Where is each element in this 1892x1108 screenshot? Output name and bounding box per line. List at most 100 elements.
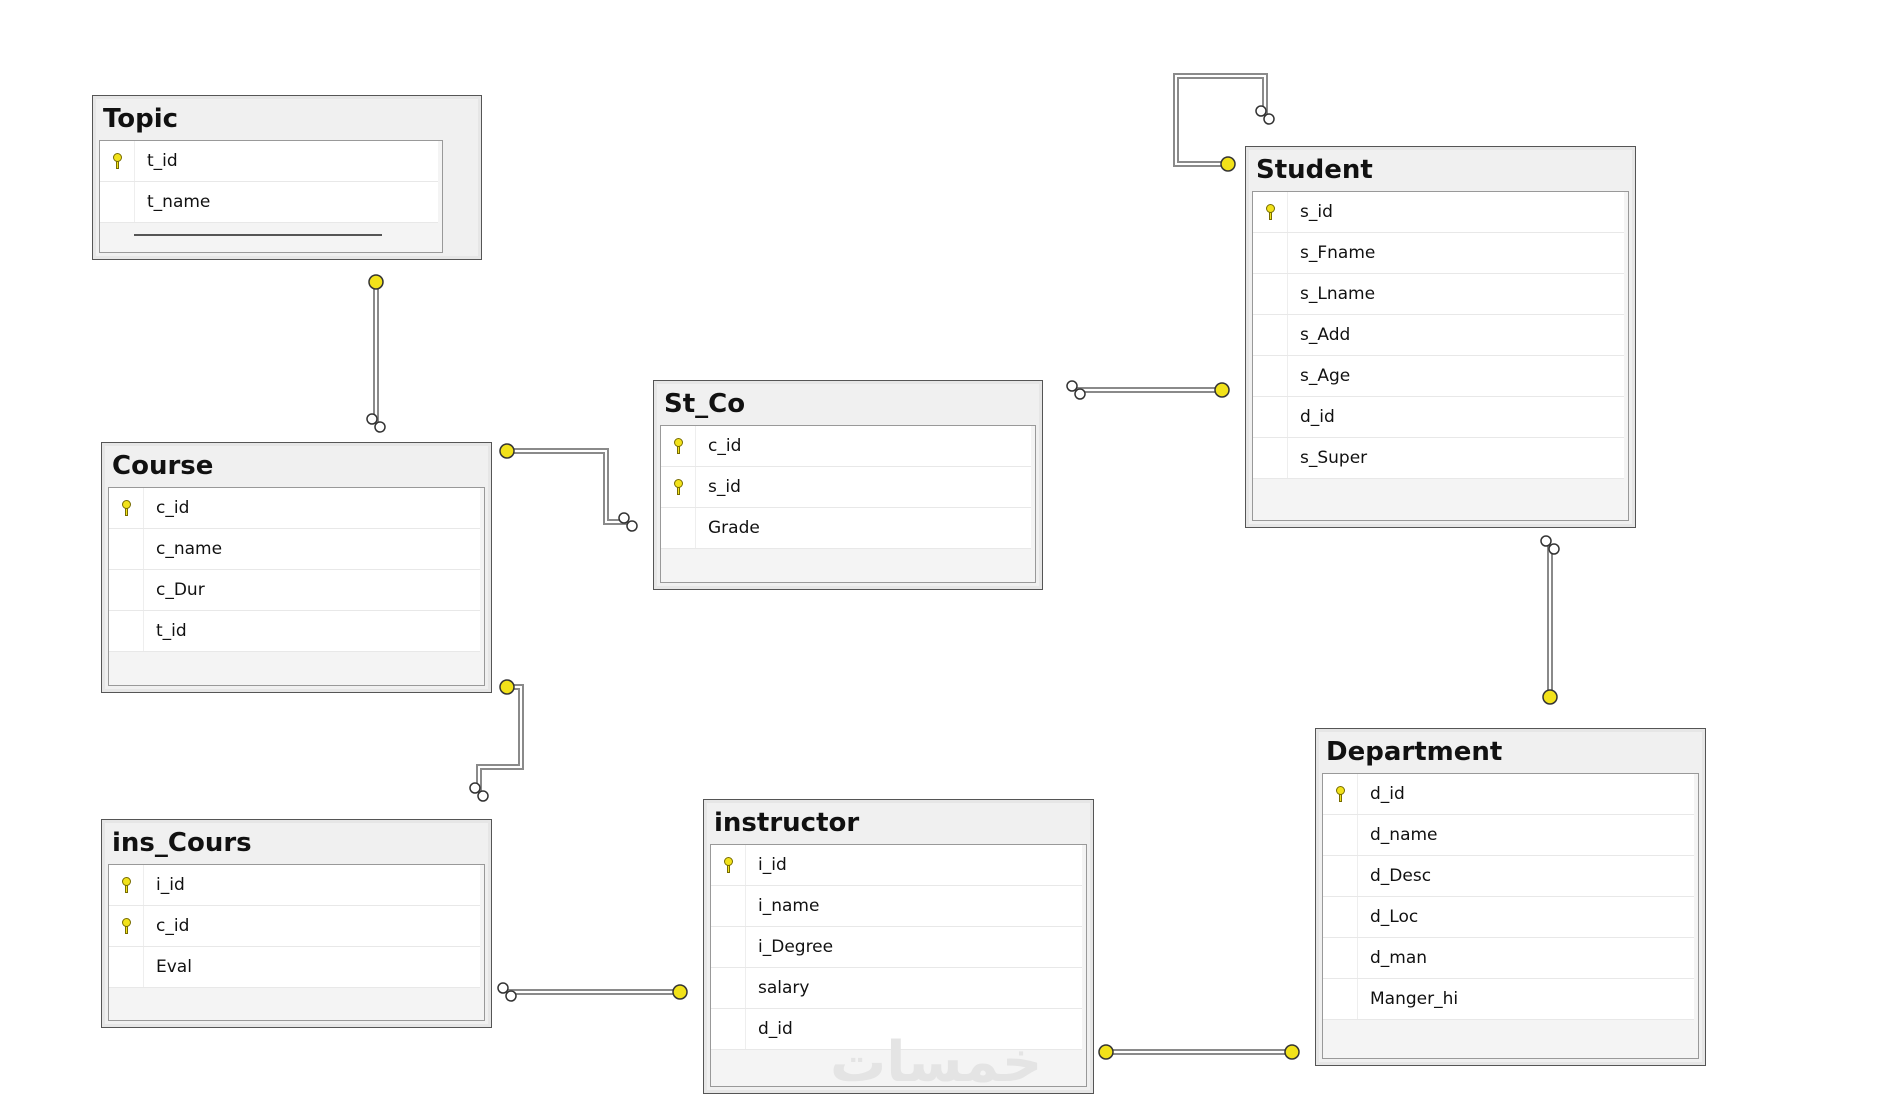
column-row[interactable]: t_id bbox=[100, 141, 438, 182]
row-selector bbox=[711, 886, 746, 926]
column-name: s_id bbox=[1300, 202, 1333, 222]
many-end-icon bbox=[1066, 380, 1078, 392]
column-row[interactable]: s_Super bbox=[1253, 438, 1624, 479]
column-row[interactable]: d_id bbox=[711, 1009, 1082, 1050]
column-row[interactable]: d_id bbox=[1323, 774, 1694, 815]
row-selector bbox=[1253, 274, 1288, 314]
column-row[interactable]: i_id bbox=[711, 845, 1082, 886]
table-title: St_Co bbox=[664, 389, 746, 419]
table-title: Course bbox=[112, 451, 214, 481]
column-name: d_id bbox=[1370, 784, 1405, 804]
primary-key-icon bbox=[109, 906, 144, 946]
row-selector bbox=[1323, 979, 1358, 1019]
column-name: i_id bbox=[156, 875, 185, 895]
row-selector bbox=[1253, 397, 1288, 437]
column-row[interactable]: d_man bbox=[1323, 938, 1694, 979]
key-end-icon bbox=[1284, 1044, 1300, 1060]
table-title: Student bbox=[1256, 155, 1373, 185]
column-list: t_id t_name bbox=[99, 140, 443, 253]
column-row[interactable]: c_name bbox=[109, 529, 480, 570]
table-title: instructor bbox=[714, 808, 860, 838]
column-name: t_name bbox=[147, 192, 211, 212]
many-end-icon bbox=[1074, 388, 1086, 400]
key-end-icon bbox=[1542, 689, 1558, 705]
many-end-icon bbox=[1540, 535, 1552, 547]
many-end-icon bbox=[1548, 543, 1560, 555]
row-selector bbox=[1323, 897, 1358, 937]
table-title: Topic bbox=[103, 104, 179, 134]
many-end-icon bbox=[374, 421, 386, 433]
column-name: s_id bbox=[708, 477, 741, 497]
column-row[interactable]: s_Fname bbox=[1253, 233, 1624, 274]
column-row[interactable]: Eval bbox=[109, 947, 480, 988]
column-name: c_id bbox=[708, 436, 742, 456]
table-topic[interactable]: Topic t_id t_name bbox=[92, 95, 482, 260]
row-selector bbox=[1253, 315, 1288, 355]
column-row[interactable]: i_Degree bbox=[711, 927, 1082, 968]
column-name: s_Age bbox=[1300, 366, 1351, 386]
column-row[interactable]: c_id bbox=[109, 906, 480, 947]
column-row[interactable]: Manger_hi bbox=[1323, 979, 1694, 1020]
column-row[interactable]: t_name bbox=[100, 182, 438, 223]
row-selector bbox=[1323, 856, 1358, 896]
many-end-icon bbox=[626, 520, 638, 532]
many-end-icon bbox=[469, 782, 481, 794]
row-selector bbox=[109, 611, 144, 651]
column-row[interactable]: t_id bbox=[109, 611, 480, 652]
column-name: i_Degree bbox=[758, 937, 834, 957]
many-end-icon bbox=[477, 790, 489, 802]
column-name: c_id bbox=[156, 498, 190, 518]
column-row[interactable]: s_Add bbox=[1253, 315, 1624, 356]
key-end-icon bbox=[1098, 1044, 1114, 1060]
relationship-line-inner bbox=[478, 686, 522, 792]
key-end-icon bbox=[499, 679, 515, 695]
column-row[interactable]: salary bbox=[711, 968, 1082, 1009]
primary-key-icon bbox=[661, 467, 696, 507]
primary-key-icon bbox=[661, 426, 696, 466]
primary-key-icon bbox=[109, 488, 144, 528]
row-selector bbox=[100, 182, 135, 222]
row-selector bbox=[1323, 938, 1358, 978]
key-end-icon bbox=[672, 984, 688, 1000]
many-end-icon bbox=[505, 990, 517, 1002]
row-selector bbox=[711, 1009, 746, 1049]
column-row[interactable]: d_id bbox=[1253, 397, 1624, 438]
row-selector bbox=[711, 968, 746, 1008]
column-name: i_id bbox=[758, 855, 787, 875]
column-name: s_Fname bbox=[1300, 243, 1376, 263]
column-name: t_id bbox=[156, 621, 187, 641]
column-row[interactable]: d_Desc bbox=[1323, 856, 1694, 897]
primary-key-icon bbox=[109, 865, 144, 905]
divider bbox=[134, 234, 382, 236]
column-row[interactable]: d_Loc bbox=[1323, 897, 1694, 938]
column-name: d_Desc bbox=[1370, 866, 1432, 886]
column-row[interactable]: s_Lname bbox=[1253, 274, 1624, 315]
row-selector bbox=[1253, 233, 1288, 273]
column-name: salary bbox=[758, 978, 810, 998]
many-end-icon bbox=[618, 512, 630, 524]
column-row[interactable]: s_id bbox=[1253, 192, 1624, 233]
column-row[interactable]: Grade bbox=[661, 508, 1031, 549]
column-row[interactable]: s_id bbox=[661, 467, 1031, 508]
column-row[interactable]: i_id bbox=[109, 865, 480, 906]
key-end-icon bbox=[1220, 156, 1236, 172]
row-selector bbox=[109, 529, 144, 569]
column-row[interactable]: s_Age bbox=[1253, 356, 1624, 397]
column-row[interactable]: c_id bbox=[109, 488, 480, 529]
column-row[interactable]: c_id bbox=[661, 426, 1031, 467]
column-row[interactable]: c_Dur bbox=[109, 570, 480, 611]
column-row[interactable]: i_name bbox=[711, 886, 1082, 927]
column-row[interactable]: d_name bbox=[1323, 815, 1694, 856]
column-name: Eval bbox=[156, 957, 192, 977]
key-end-icon bbox=[499, 443, 515, 459]
